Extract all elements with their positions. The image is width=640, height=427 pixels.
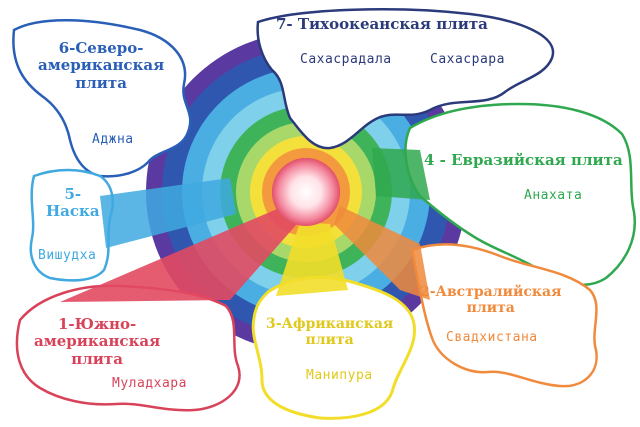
plate-north-america-title-line-1: 6-Северо- — [58, 39, 144, 57]
plate-pacific-title: 7- Тихоокеанская плита — [276, 15, 488, 33]
chakra-core-top — [272, 158, 340, 226]
plate-north-america-title-line-3: плита — [75, 73, 127, 92]
chakra-muladhara: Муладхара — [112, 376, 187, 391]
plate-african-title: 3-Африканская плита — [266, 316, 393, 348]
plate-north-america-title: 6-Северо- американская плита — [38, 39, 165, 92]
plate-eurasian-shape — [404, 102, 637, 287]
plate-nazca-shape — [29, 168, 114, 282]
plate-north-america-shape — [12, 19, 192, 178]
plate-nazca-title-line-1: 5- — [64, 185, 82, 203]
plate-australian-shape — [410, 243, 598, 388]
plate-australian-title-line-1: 2-Австралийская — [420, 284, 562, 300]
chakra-anahata: Анахата — [524, 188, 583, 203]
plate-nazca-title-line-2: Наска — [46, 202, 100, 221]
plate-south-america-title-line-3: плита — [71, 349, 123, 368]
chakra-sahasradala: Сахасрадала — [300, 52, 392, 67]
eurasian-bridge — [372, 148, 430, 200]
plate-south-america-title-line-2: американская — [34, 332, 161, 351]
plate-african-title-line-1: 3-Африканская — [266, 316, 394, 332]
nazca-bridge — [100, 178, 236, 248]
plate-south-america-title: 1-Южно- американская плита — [34, 315, 161, 368]
plate-african-title-line-2: плита — [305, 332, 354, 349]
plate-australian-title: 2-Австралийская плита — [420, 284, 561, 316]
plate-north-america-title-line-2: американская — [38, 56, 165, 75]
chakra-ajna: Аджна — [92, 132, 134, 147]
plate-eurasian-title: 4 - Евразийская плита — [424, 151, 623, 169]
chakra-sahasrara: Сахасрара — [430, 52, 505, 67]
plate-pacific-shape — [256, 8, 555, 150]
african-bridge — [276, 222, 348, 296]
australian-bridge — [334, 206, 430, 300]
chakra-vishuddha: Вишудха — [38, 248, 97, 263]
plate-south-america-title-line-1: 1-Южно- — [57, 315, 137, 333]
south-america-bridge — [60, 206, 304, 302]
plate-african-shape — [251, 275, 416, 420]
plate-australian-title-line-2: плита — [466, 300, 515, 317]
plate-nazca-title: 5- Наска — [46, 185, 100, 221]
chakra-svadhisthana: Свадхистана — [446, 330, 538, 345]
chakra-manipura: Манипура — [306, 368, 373, 383]
